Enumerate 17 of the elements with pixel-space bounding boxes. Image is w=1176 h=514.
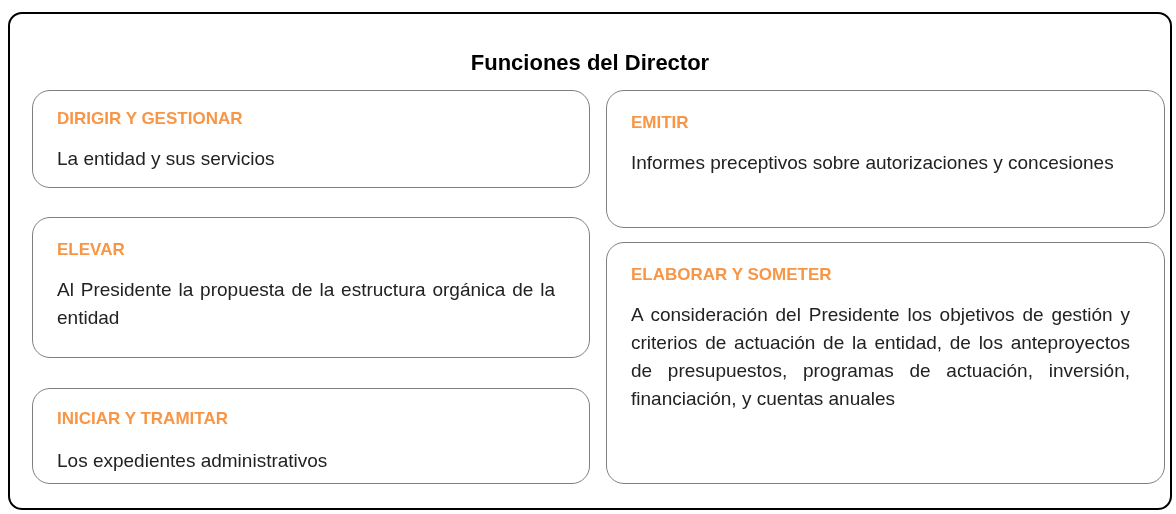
outer-frame — [8, 12, 1172, 510]
card-description: Al Presidente la propuesta de la estructura orgánica de la entidad — [57, 278, 555, 330]
card-description: A consideración del Presidente los objetivos de gestión y criterios de actuación de la entidad, de los anteproyectos de presupuestos, programas de actuación, inversión, financiación, y cuentas anuales — [631, 303, 1130, 411]
card-heading: ELABORAR Y SOMETER — [631, 265, 833, 285]
function-card — [32, 90, 590, 188]
function-card — [32, 217, 590, 358]
card-description: Los expedientes administrativos — [57, 449, 329, 473]
function-card — [32, 388, 590, 484]
function-card — [606, 90, 1165, 228]
card-heading: DIRIGIR Y GESTIONAR — [57, 109, 244, 129]
function-card — [606, 242, 1165, 484]
card-heading: EMITIR — [631, 113, 690, 133]
card-heading: INICIAR Y TRAMITAR — [57, 409, 229, 429]
frame-heading: Funciones del Director — [469, 50, 711, 76]
card-heading: ELEVAR — [57, 240, 126, 260]
card-description: La entidad y sus servicios — [57, 147, 276, 171]
card-description: Informes preceptivos sobre autorizaciones y concesiones — [631, 151, 1115, 175]
